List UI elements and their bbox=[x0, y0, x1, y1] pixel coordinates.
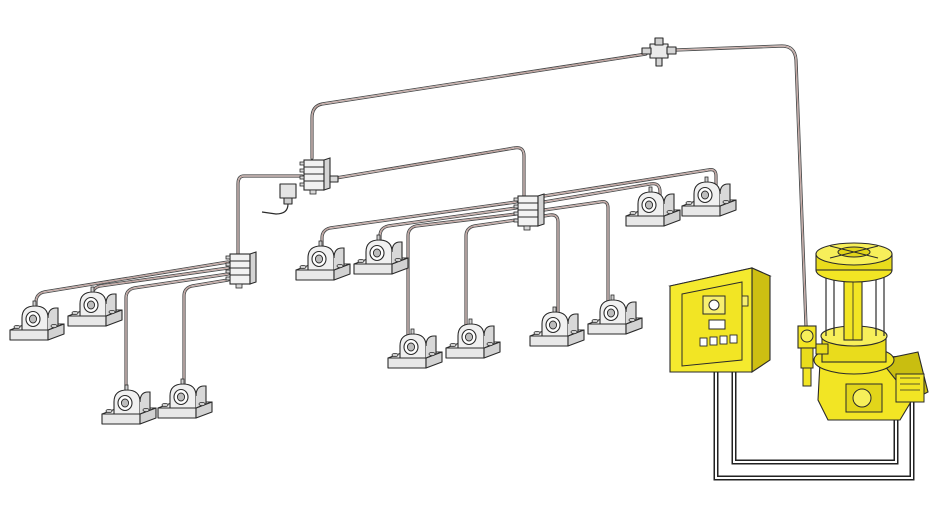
pillow-block-bearing-icon bbox=[387, 328, 443, 369]
line-mid-to-bearing-10 bbox=[542, 168, 718, 198]
line-mid-to-bearing-7 bbox=[406, 212, 518, 342]
line-left-to-bearing-4 bbox=[182, 278, 230, 392]
line-top-to-left-distributor bbox=[236, 174, 304, 256]
line-mid-to-bearing-12 bbox=[542, 213, 560, 320]
pillow-block-bearing-icon bbox=[353, 234, 409, 275]
pillow-block-bearing-icon bbox=[681, 176, 737, 217]
pillow-block-bearing-icon bbox=[157, 378, 213, 419]
inline-valve-icon bbox=[641, 37, 677, 67]
main-line-pump-to-valve bbox=[674, 44, 808, 328]
distributor-top bbox=[299, 157, 339, 195]
line-mid-to-bearing-6 bbox=[378, 206, 518, 248]
main-line-valve-to-distributor bbox=[310, 52, 648, 160]
control-panel-icon bbox=[668, 267, 772, 374]
line-mid-to-bearing-8 bbox=[464, 218, 518, 332]
distributor-middle bbox=[513, 193, 545, 231]
pillow-block-bearing-icon bbox=[295, 240, 351, 281]
line-mid-to-bearing-11 bbox=[542, 200, 610, 308]
pillow-block-bearing-icon bbox=[101, 384, 157, 425]
pillow-block-bearing-icon bbox=[529, 306, 585, 347]
line-mid-to-bearing-9 bbox=[542, 182, 662, 204]
bearing-group bbox=[9, 176, 737, 425]
pillow-block-bearing-icon bbox=[625, 186, 681, 227]
lubrication-pump-icon bbox=[797, 242, 929, 421]
pillow-block-bearing-icon bbox=[445, 318, 501, 359]
distributor-left bbox=[225, 251, 257, 289]
line-top-to-middle-distributor bbox=[334, 146, 526, 198]
pillow-block-bearing-icon bbox=[67, 286, 123, 327]
electrical-cables bbox=[713, 372, 915, 481]
line-mid-to-bearing-5 bbox=[320, 200, 518, 254]
pillow-block-bearing-icon bbox=[9, 300, 65, 341]
line-left-to-bearing-3 bbox=[124, 272, 230, 398]
proximity-switch-icon bbox=[261, 183, 297, 215]
pillow-block-bearing-icon bbox=[587, 294, 643, 335]
